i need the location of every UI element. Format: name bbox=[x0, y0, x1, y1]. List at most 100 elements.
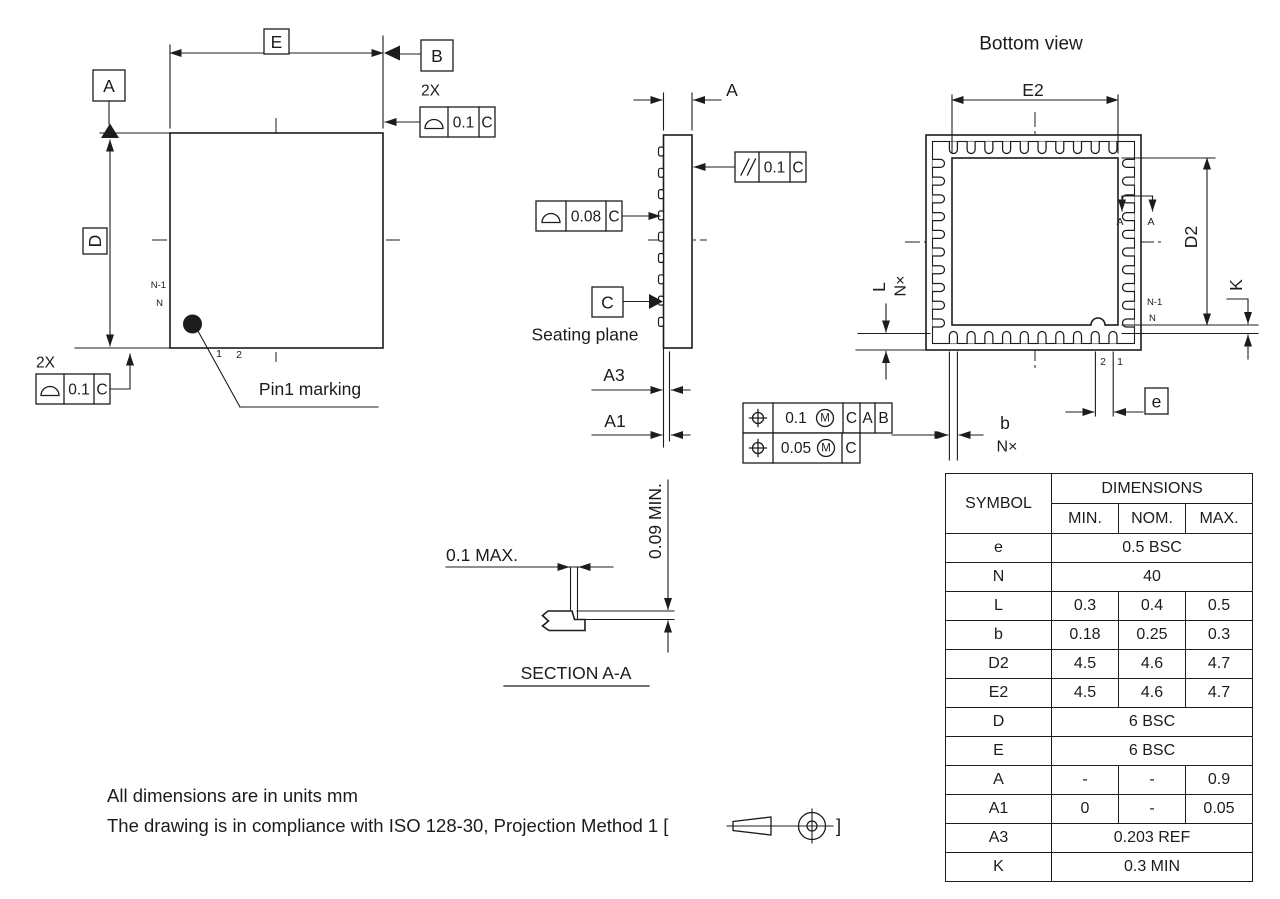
section-marker-a: A bbox=[1116, 216, 1123, 228]
fcf-parallelism: 0.1 C bbox=[734, 151, 807, 183]
terminal-pad bbox=[966, 330, 976, 344]
fcf-profile-surface: 0.1 C bbox=[419, 106, 496, 138]
basic-dim-box bbox=[263, 28, 290, 55]
mmc-modifier-letter: M bbox=[821, 443, 831, 455]
min-cell: 4.5 bbox=[1051, 649, 1119, 679]
package-body-outline bbox=[169, 132, 384, 349]
side-lead-bumps bbox=[657, 146, 665, 327]
datum-box-b bbox=[420, 39, 454, 72]
datum-label-b: B bbox=[431, 46, 443, 66]
terminal-pad bbox=[1019, 330, 1029, 344]
min-cell: - bbox=[1051, 765, 1119, 795]
value-cell: 6 BSC bbox=[1051, 736, 1253, 766]
metal-boundary-outline bbox=[931, 140, 1136, 345]
fcf-position-row2: 0.05 M C bbox=[742, 432, 861, 464]
terminal-pad bbox=[1037, 330, 1047, 344]
side-lead-bump bbox=[657, 146, 665, 157]
terminal-pad bbox=[932, 265, 946, 275]
terminal-pad bbox=[1072, 141, 1083, 155]
min-cell: 0.3 bbox=[1051, 591, 1119, 621]
pin-label-2: 2 bbox=[1100, 356, 1106, 368]
value-cell: 40 bbox=[1051, 562, 1253, 592]
max-cell: 0.05 bbox=[1185, 794, 1253, 824]
datum-triangle-icon bbox=[384, 45, 400, 61]
min-cell: 0 bbox=[1051, 794, 1119, 824]
min-cell: 0.18 bbox=[1051, 620, 1119, 650]
dim-label-k: K bbox=[1226, 279, 1246, 291]
terminal-pad bbox=[932, 300, 946, 310]
dim-label-d: D bbox=[85, 235, 105, 248]
value-cell: 0.3 MIN bbox=[1051, 852, 1253, 882]
leader-line bbox=[197, 330, 241, 408]
terminal-pad bbox=[932, 282, 946, 293]
basic-dim-box bbox=[1144, 387, 1169, 415]
nom-cell: 0.4 bbox=[1118, 591, 1186, 621]
side-view: A 0.1 C 0.08 C C Seating bbox=[531, 80, 807, 448]
dim-label-e: E bbox=[271, 32, 283, 52]
drawing-notes: All dimensions are in units mm The drawi… bbox=[107, 785, 841, 844]
pin-label-n1: N-1 bbox=[1147, 297, 1162, 308]
fcf-datum: C bbox=[481, 115, 492, 132]
dim-label-l: L bbox=[869, 282, 889, 292]
fcf-tolerance: 0.1 bbox=[785, 410, 807, 427]
section-aa-view: 0.1 MAX. 0.09 MIN. SECTION A-A bbox=[445, 479, 675, 687]
fcf-profile-surface: 0.08 C bbox=[535, 200, 623, 232]
fcf-datum: A bbox=[862, 410, 873, 427]
pin-label-n1: N-1 bbox=[151, 280, 166, 291]
note-units: All dimensions are in units mm bbox=[107, 785, 358, 806]
fcf-tolerance: 0.1 bbox=[453, 115, 475, 132]
fcf-datum: B bbox=[878, 410, 888, 427]
max-cell: 4.7 bbox=[1185, 678, 1253, 708]
fcf-position-stack: 0.1 M C A B 0.05 M C bbox=[742, 402, 947, 464]
max-cell: 0.3 bbox=[1185, 620, 1253, 650]
symbol-cell: D bbox=[945, 707, 1052, 737]
view-title: Bottom view bbox=[979, 34, 1083, 55]
fcf-leader bbox=[109, 353, 134, 390]
symbol-cell: e bbox=[945, 533, 1052, 563]
symbol-cell: L bbox=[945, 591, 1052, 621]
section-marker-a: A bbox=[1147, 216, 1154, 228]
side-lead-bump bbox=[657, 167, 665, 178]
fcf-datum: C bbox=[608, 209, 619, 226]
terminal-pad bbox=[948, 330, 959, 344]
pin-label-1: 1 bbox=[1117, 356, 1123, 368]
fcf-tolerance: 0.1 bbox=[764, 160, 786, 177]
min-cell: 4.5 bbox=[1051, 678, 1119, 708]
seating-plane-label: Seating plane bbox=[531, 325, 638, 345]
exposed-pad bbox=[951, 157, 1119, 326]
fcf-datum: C bbox=[846, 410, 857, 427]
terminal-pad bbox=[932, 176, 946, 186]
header-min: MIN. bbox=[1051, 503, 1119, 534]
dim-label-a1: A1 bbox=[604, 411, 625, 431]
max-cell: 0.9 bbox=[1185, 765, 1253, 795]
terminal-pad bbox=[1121, 229, 1135, 239]
symbol-cell: A bbox=[945, 765, 1052, 795]
terminal-pad bbox=[1121, 318, 1135, 328]
terminal-pad bbox=[1121, 247, 1135, 257]
symbol-cell: N bbox=[945, 562, 1052, 592]
dim-label-setback: 0.1 MAX. bbox=[446, 545, 518, 565]
terminal-pad bbox=[966, 141, 976, 155]
terminal-pad bbox=[948, 141, 959, 155]
position-icon bbox=[748, 438, 768, 458]
terminal-pad bbox=[1055, 141, 1065, 155]
symbol-cell: E bbox=[945, 736, 1052, 766]
nom-cell: - bbox=[1118, 794, 1186, 824]
terminal-pad bbox=[1019, 141, 1029, 155]
pin-label-2: 2 bbox=[236, 349, 242, 361]
terminal-pad bbox=[932, 194, 946, 204]
terminal-pad bbox=[984, 330, 994, 344]
side-lead-bump bbox=[657, 252, 665, 264]
fcf-tolerance: 0.05 bbox=[781, 440, 811, 457]
fcf-tolerance: 0.1 bbox=[68, 382, 90, 399]
table-row: A--0.9 bbox=[945, 765, 1253, 795]
section-cut-shape bbox=[541, 610, 586, 632]
count-label: N× bbox=[893, 276, 910, 297]
